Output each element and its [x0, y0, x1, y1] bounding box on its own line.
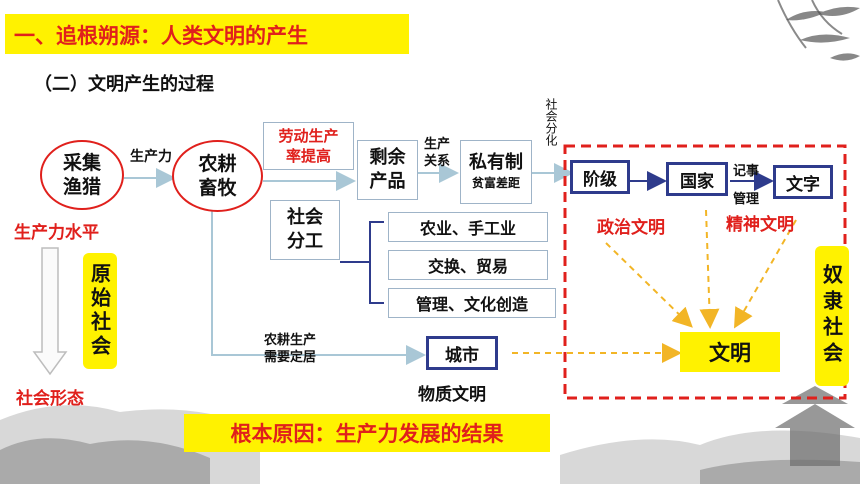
- section-title: 一、追根朔源：人类文明的产生: [14, 24, 308, 48]
- label-shehui-xingtai: 社会形态: [16, 389, 84, 409]
- edge-label-guanli: 管理: [733, 192, 760, 207]
- label-yuanshi-shehui: 原始社会: [83, 253, 117, 369]
- node-jieji: 阶级: [570, 160, 630, 194]
- edge-label-shengchan-guanxi: 生产 关系: [424, 137, 451, 169]
- subtitle: （二）文明产生的过程: [34, 74, 214, 95]
- node-guojia: 国家: [666, 162, 728, 196]
- node-shengyu: 剩余 产品: [357, 140, 418, 200]
- node-wenming: 文明: [680, 332, 780, 372]
- edge-label-shengchanli: 生产力: [130, 149, 172, 165]
- fengong-item-2: 交换、贸易: [388, 250, 548, 280]
- node-pinfu: 贫富差距: [471, 176, 520, 190]
- fengong-item-1: 农业、手工业: [388, 212, 548, 242]
- edge-label-shehui-fenhua: 社会分化: [544, 98, 558, 146]
- node-wenzi: 文字: [773, 165, 833, 199]
- node-chengshi: 城市: [426, 336, 498, 370]
- label-zhengzhi-wenming: 政治文明: [597, 218, 665, 238]
- section-title-banner: [5, 14, 409, 54]
- node-shehui-fengong: 社会 分工: [270, 200, 340, 260]
- node-nonggeng: 农耕 畜牧: [172, 140, 263, 212]
- node-caiji: 采集 渔猎: [40, 140, 124, 210]
- label-shengchanli-shuiping: 生产力水平: [14, 223, 99, 243]
- fengong-item-3: 管理、文化创造: [388, 288, 556, 318]
- edge-label-jishi: 记事: [733, 164, 760, 179]
- edge-label-dingju: 农耕生产 需要定居: [264, 333, 317, 365]
- label-jingshen-wenming: 精神文明: [726, 215, 794, 235]
- label-wuzhi-wenming: 物质文明: [418, 385, 486, 405]
- node-siyouzhi-box: 私有制 贫富差距: [460, 140, 532, 204]
- node-siyouzhi: 私有制: [469, 152, 523, 173]
- node-laodong: 劳动生产 率提高: [263, 122, 354, 170]
- label-nuli-shehui: 奴隶社会: [815, 246, 849, 386]
- conclusion-banner: 根本原因：生产力发展的结果: [184, 414, 550, 452]
